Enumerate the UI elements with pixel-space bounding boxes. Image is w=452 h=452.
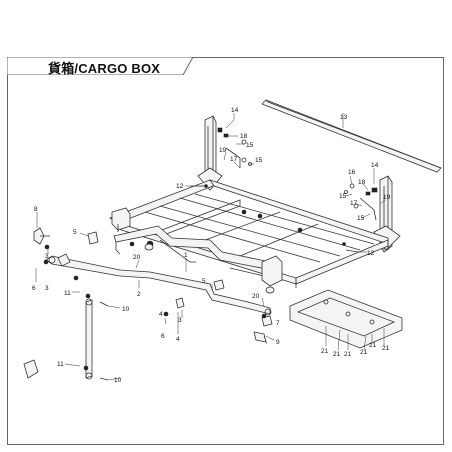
part-12-bolts — [190, 184, 359, 253]
part-13-rod — [261, 99, 442, 173]
callout-21: 21 — [360, 349, 368, 356]
callout-1: 1 — [184, 252, 188, 259]
callout-21: 21 — [344, 351, 352, 358]
callout-10: 10 — [114, 377, 122, 384]
callout-20: 20 — [252, 293, 260, 300]
title-tab — [7, 57, 193, 75]
callout-18: 18 — [240, 133, 248, 140]
leader-lines — [35, 113, 386, 381]
part-support-strut — [23, 293, 109, 381]
callout-11: 11 — [64, 290, 71, 297]
callout-6: 6 — [32, 285, 36, 292]
callout-14: 14 — [371, 162, 379, 169]
callout-21: 21 — [369, 342, 377, 349]
part-floor-plate — [289, 289, 403, 351]
callout-15: 15 — [246, 142, 254, 149]
callout-5: 5 — [73, 229, 77, 236]
callout-2: 2 — [137, 291, 141, 298]
callout-15: 15 — [339, 193, 347, 200]
callout-4: 4 — [176, 336, 180, 343]
callout-labels: 13 14 18 15 19 17 15 16 14 18 15 17 19 1… — [32, 107, 391, 384]
part-1-main-frame — [109, 179, 389, 288]
page-title: 貨箱/CARGO BOX — [48, 61, 161, 76]
callout-3: 3 — [45, 285, 49, 292]
callout-19: 19 — [219, 147, 227, 154]
callout-12: 12 — [367, 250, 375, 257]
callout-21: 21 — [321, 348, 329, 355]
part-left-hinge — [33, 212, 99, 281]
callout-11: 11 — [57, 361, 64, 368]
callout-20: 20 — [133, 254, 141, 261]
part-left-upright-bracket — [197, 115, 252, 191]
callout-3: 3 — [178, 317, 182, 324]
callout-7: 7 — [276, 320, 280, 327]
callout-18: 18 — [358, 179, 366, 186]
callout-6: 6 — [161, 333, 165, 340]
callout-9: 9 — [276, 339, 280, 346]
callout-4: 4 — [159, 311, 163, 318]
callout-14: 14 — [231, 107, 239, 114]
callout-16: 16 — [348, 169, 356, 176]
callout-8: 8 — [34, 206, 38, 213]
callout-17: 17 — [350, 200, 358, 207]
callout-3: 3 — [45, 253, 49, 260]
callout-12: 12 — [176, 183, 184, 190]
callout-21: 21 — [333, 351, 341, 358]
callout-15: 15 — [255, 157, 263, 164]
part-2-front-bar — [45, 255, 272, 316]
part-right-upright-bracket — [344, 175, 401, 253]
part-20-bumpers — [144, 243, 275, 294]
callout-15: 15 — [357, 215, 365, 222]
callout-17: 17 — [230, 156, 238, 163]
diagram-frame — [7, 57, 444, 445]
callout-21: 21 — [382, 345, 390, 352]
callout-13: 13 — [340, 114, 348, 121]
callout-19: 19 — [383, 194, 391, 201]
callout-10: 10 — [122, 306, 130, 313]
callout-5: 5 — [202, 278, 206, 285]
